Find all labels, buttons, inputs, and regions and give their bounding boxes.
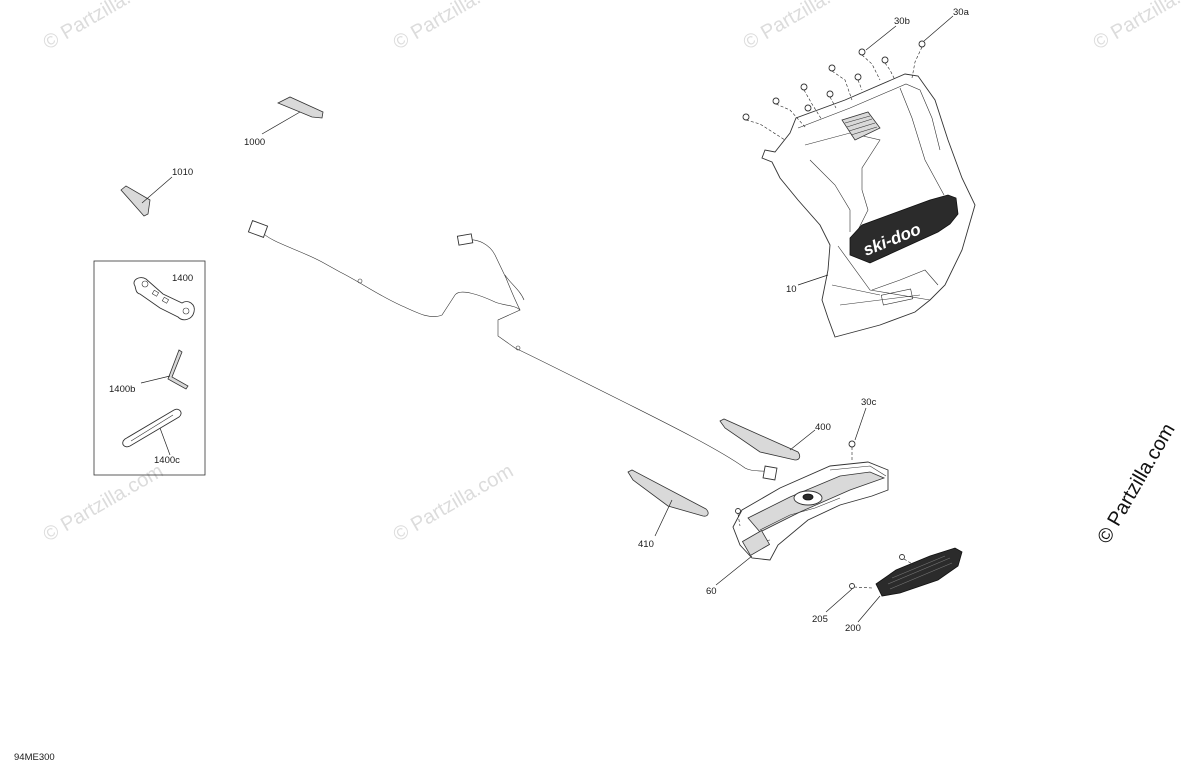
callout-30b[interactable]: 30b [894,16,910,27]
part-60-headlight-housing[interactable] [732,461,889,561]
tool-kit-box [93,260,206,476]
watermark: © Partzilla.com [40,460,168,546]
drawing-number: 94ME300 [14,752,55,763]
watermark-layer: © Partzilla.com © Partzilla.com © Partzi… [40,0,1200,548]
part-1400c-strap[interactable] [122,408,182,448]
callout-1400c[interactable]: 1400c [154,455,180,466]
callout-200[interactable]: 200 [845,623,861,634]
part-200-grille[interactable] [875,547,963,597]
callout-60[interactable]: 60 [706,586,717,597]
fastener-washer[interactable] [742,113,750,121]
watermark: © Partzilla.com [1090,0,1200,54]
watermark: © Partzilla.com [740,0,868,54]
leader-30c [854,407,867,441]
fastener-washer[interactable] [828,64,836,72]
leader-30b [865,25,897,51]
fastener-nut[interactable] [918,40,926,48]
leader-60 [715,555,753,586]
callout-410[interactable]: 410 [638,539,654,550]
callout-1400b[interactable]: 1400b [109,384,135,395]
part-400-reflector[interactable] [719,418,801,461]
part-30c-screw[interactable] [848,440,856,462]
fastener-washer[interactable] [772,97,780,105]
leader-200 [857,595,881,623]
fastener-washer[interactable] [858,48,866,56]
callout-1400[interactable]: 1400 [172,273,193,284]
part-1000-decal[interactable] [277,96,324,119]
fastener-nut[interactable] [881,56,889,64]
leader-400 [789,429,816,451]
callout-30c[interactable]: 30c [861,397,877,408]
part-205-screws[interactable] [849,554,915,589]
part-wiring-harness[interactable] [247,220,778,481]
watermark: © Partzilla.com [390,0,518,54]
callout-400[interactable]: 400 [815,422,831,433]
fastener-group-30 [742,40,926,141]
leader-1000 [261,111,301,135]
callout-1010[interactable]: 1010 [172,167,193,178]
harness-connector [247,220,269,238]
part-1010-decal[interactable] [120,185,151,217]
callout-10[interactable]: 10 [786,284,797,295]
leader-1400c [159,427,171,456]
watermark-side: © Partzilla.com [1093,420,1179,548]
part-410-reflector[interactable] [627,469,709,517]
watermark: © Partzilla.com [40,0,168,54]
harness-connector [762,465,778,481]
leader-205 [825,588,853,613]
leader-10 [797,274,829,286]
leader-30a [923,15,954,42]
part-1400b-allen-key[interactable] [167,349,189,390]
leader-410 [654,499,673,537]
callout-1000[interactable]: 1000 [244,137,265,148]
leader-1400b [140,375,171,384]
fastener-nut[interactable] [854,73,862,81]
part-10-front-panel[interactable]: ski-doo [761,73,976,338]
callout-30a[interactable]: 30a [953,7,970,18]
part-1400-wrench[interactable] [133,277,195,321]
fastener-nut[interactable] [804,104,812,112]
fastener-washer[interactable] [800,83,808,91]
fastener-nut[interactable] [826,90,834,98]
callout-205[interactable]: 205 [812,614,828,625]
watermark: © Partzilla.com [390,460,518,546]
harness-connector [456,233,474,246]
leader-1010 [141,176,173,204]
